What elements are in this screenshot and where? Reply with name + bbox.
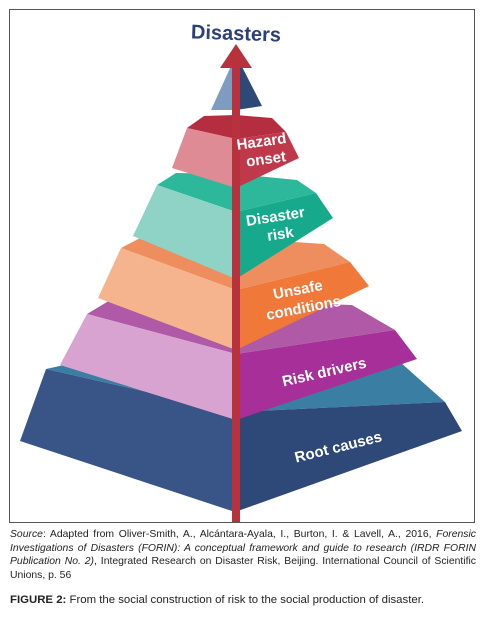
pyramid-apex bbox=[211, 55, 262, 110]
label-hazard-onset-line-1: Hazard bbox=[236, 130, 288, 154]
level-root-causes-left-face bbox=[20, 369, 235, 512]
source-label: Source bbox=[10, 529, 43, 540]
level-root-causes-right-face bbox=[235, 402, 462, 512]
level-risk-drivers-left-face bbox=[60, 314, 236, 420]
upward-arrow bbox=[220, 44, 252, 522]
level-hazard-onset-right-face bbox=[236, 132, 299, 188]
arrow-head bbox=[220, 44, 252, 68]
label-hazard-onset-line-2: onset bbox=[245, 148, 287, 170]
source-text-2: , Integrated Research on Disaster Risk, … bbox=[10, 556, 477, 581]
apex-right-face bbox=[236, 55, 262, 110]
source-italic-title: Forensic Investigations of Disasters (FO… bbox=[10, 529, 476, 568]
label-hazard-onset: Hazard onset bbox=[236, 129, 295, 171]
level-unsafe-conditions-left-face bbox=[98, 248, 236, 350]
level-hazard-onset-left-face bbox=[172, 128, 236, 188]
figure-source: Source: Adapted from Oliver-Smith, A., A… bbox=[10, 528, 476, 582]
pyramid-diagram: Disasters Hazard onset Disaster risk Uns… bbox=[20, 21, 462, 522]
arrow-shaft bbox=[232, 62, 240, 522]
level-risk-drivers-right-face bbox=[236, 330, 417, 420]
source-text-1: : Adapted from Oliver-Smith, A., Alcánta… bbox=[42, 529, 437, 540]
level-unsafe-conditions-right-face bbox=[236, 262, 369, 350]
caption-label: FIGURE 2: bbox=[10, 594, 67, 606]
level-disaster-risk-left-face bbox=[133, 185, 236, 279]
diagram-title: Disasters bbox=[191, 21, 282, 46]
figure-caption: FIGURE 2: From the social construction o… bbox=[10, 594, 480, 606]
label-disaster-risk-line-2: risk bbox=[266, 224, 296, 245]
level-hazard-onset bbox=[172, 115, 299, 188]
apex-left-face bbox=[211, 55, 236, 110]
caption-text: From the social construction of risk to … bbox=[66, 594, 425, 606]
level-disaster-risk-right-face bbox=[236, 193, 333, 279]
